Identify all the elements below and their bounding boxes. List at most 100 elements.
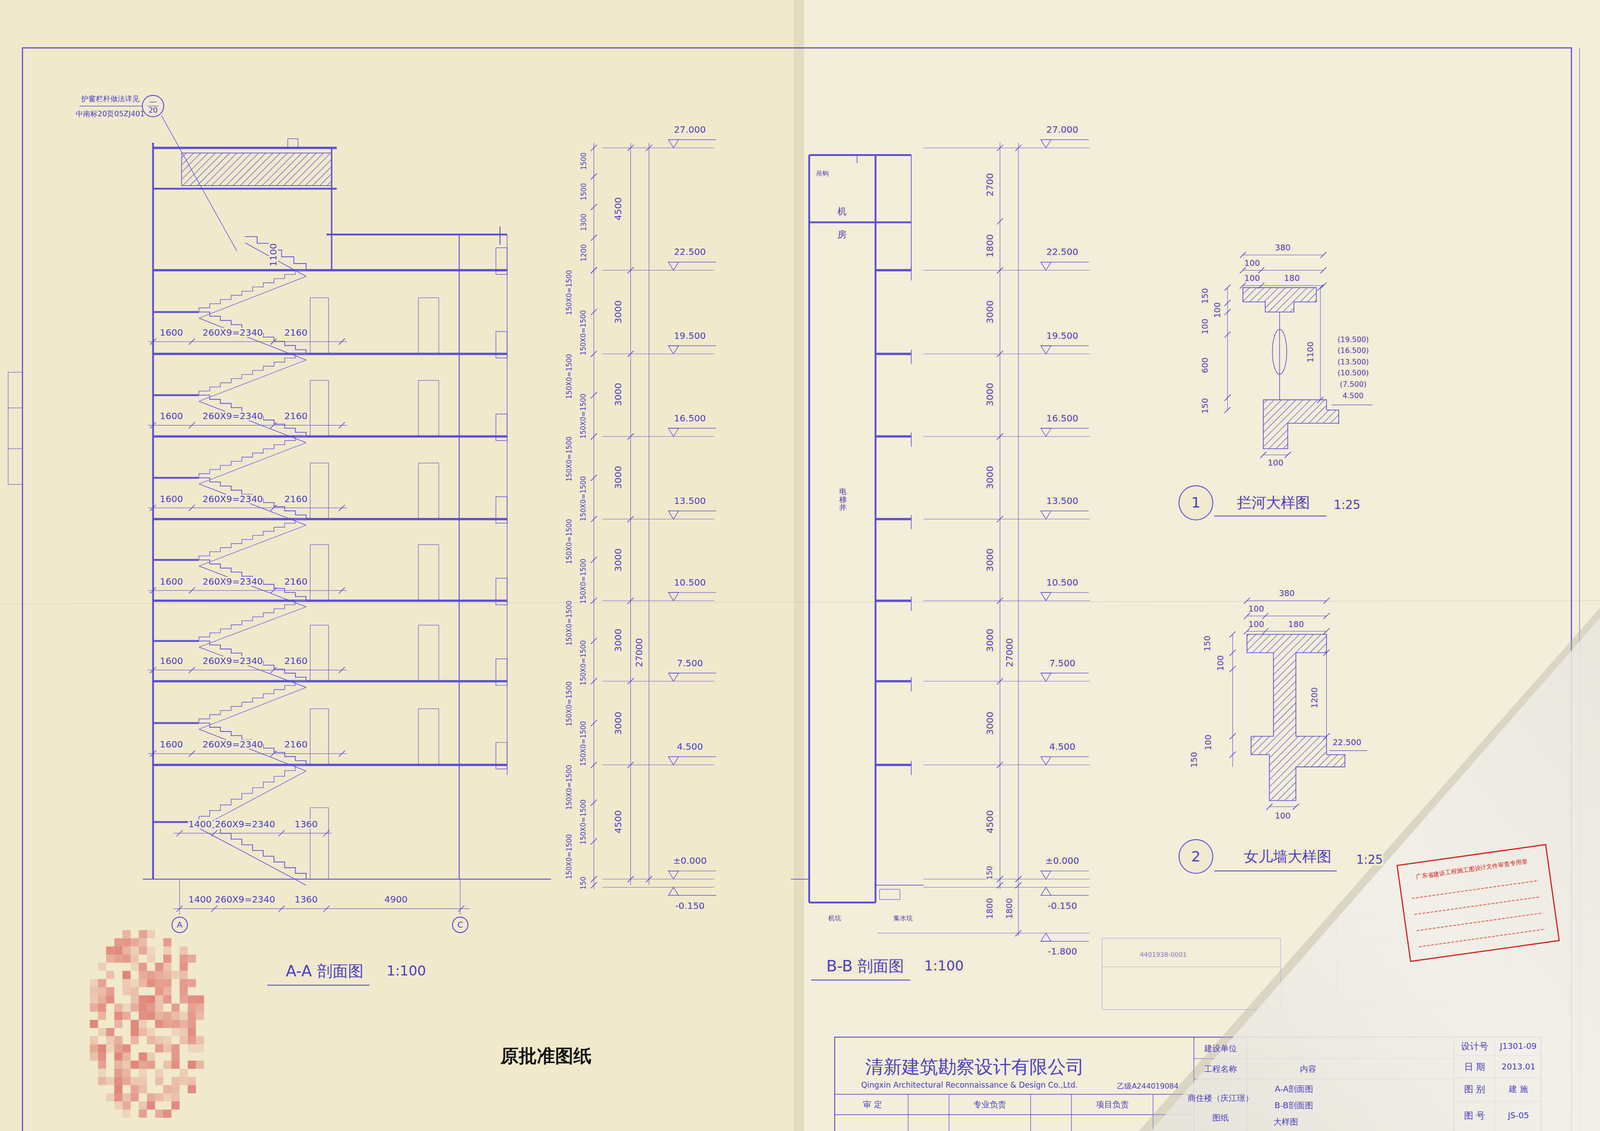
dimension: 100 [1267,458,1284,468]
dimension-tick [1260,451,1267,458]
extension-line [923,519,1091,520]
seal-pixel [89,987,99,996]
dimension: 150X0=1500 [566,353,573,400]
axis-line [179,879,180,915]
seal-pixel [122,971,131,980]
seal-pixel [163,954,172,963]
dimension-line [1227,287,1228,411]
elevation-marker [1040,510,1051,520]
dimension-tick [1323,649,1330,656]
stair-slab [198,318,307,361]
dimension-line [1246,615,1327,617]
seal-pixel [89,1044,99,1053]
stair-flight [198,519,307,560]
door-outline [418,544,439,601]
elevation-line [668,345,717,346]
dimension-line [1319,287,1321,400]
dimension: 1500 [580,182,588,201]
seal-pixel [98,1003,107,1012]
dimension: 1300 [580,212,588,232]
seal-pixel [130,938,139,947]
crease [0,600,1600,604]
dimension: 150 [1200,287,1210,304]
dimension: 3000 [985,547,995,572]
slab-edge [910,677,912,692]
seal-pixel [114,946,123,955]
roof-vent [287,138,298,148]
elevation-value: 19.500 [673,331,707,341]
paper [799,0,1600,1131]
dimension: 260X9=2340 [202,739,264,749]
dimension-line [147,341,347,343]
stamp-line [1418,929,1546,947]
extension-line [602,147,715,149]
center-fold [794,0,805,1131]
seal-pixel [122,929,131,939]
note-underline [79,105,142,107]
seal-pixel [130,979,139,988]
elevation-value: (13.500) [1337,358,1370,366]
dimension-tick [338,750,345,757]
elevation-value: 16.500 [673,413,707,423]
dimension: 1800 [1005,898,1014,920]
seal-pixel [155,1011,164,1020]
railing-cap [1242,287,1317,313]
dimension-tick [1229,733,1236,740]
title-underline [267,984,370,986]
room-label: 机坑 [827,914,842,922]
elevation-line [1040,895,1089,896]
company-name: 清新建筑勘察设计有限公司 [864,1057,1085,1076]
elevation-line [1040,261,1089,263]
dimension: 2160 [283,656,308,666]
seal-pixel [171,1101,180,1110]
dimension-tick [338,587,345,594]
approval-stamp [1101,938,1281,1010]
ground-line [790,878,810,880]
dimension: 260X9=2340 [214,819,276,829]
floor-slab [153,763,508,767]
drawing-content: B-B剖面图 [1273,1101,1314,1110]
dimension-line [173,833,332,834]
dimension-line [1326,652,1327,737]
dimension: 1100 [1306,341,1315,364]
seal-pixel [155,1093,164,1102]
seal-pixel [130,946,139,955]
balcony-rail [495,742,508,769]
dimension-tick [1224,284,1231,291]
stamp-line [1416,913,1543,931]
seal-pixel [163,971,172,980]
title-block-field: 图纸 [1211,1113,1230,1123]
dimension: 2160 [283,576,308,587]
dimension-tick [1239,267,1246,274]
view-title: B-B 剖面图 [825,958,905,974]
dimension: 100 [1274,811,1291,821]
dimension-tick [1224,331,1231,338]
seal-pixel [138,962,147,972]
seal-pixel [114,1019,123,1029]
slab-edge [910,596,912,611]
title-block-line [908,1094,909,1131]
dimension-tick [323,830,330,837]
door-outline [418,462,439,520]
seal-pixel [98,995,107,1004]
seal-pixel [187,1036,197,1045]
seal-pixel [155,1044,164,1053]
scale-text: 1:100 [923,959,964,973]
pit-floor [809,901,876,904]
dimension-line [630,142,631,886]
seal-pixel [179,995,188,1004]
dimension: 150X0=1500 [566,518,573,565]
dimension-tick [188,338,195,345]
dimension-tick [590,474,597,481]
seal-pixel [187,1028,197,1037]
title-block-field: 日 期 [1463,1062,1486,1072]
callout-text: 2 [1191,849,1201,865]
seal-pixel [163,979,172,988]
elevation-marker [1040,871,1051,880]
seal-pixel [179,979,188,988]
margin-box [8,448,23,449]
dimension: 150 [1203,635,1212,652]
railing-base [1263,400,1340,449]
ground-line [875,884,924,886]
